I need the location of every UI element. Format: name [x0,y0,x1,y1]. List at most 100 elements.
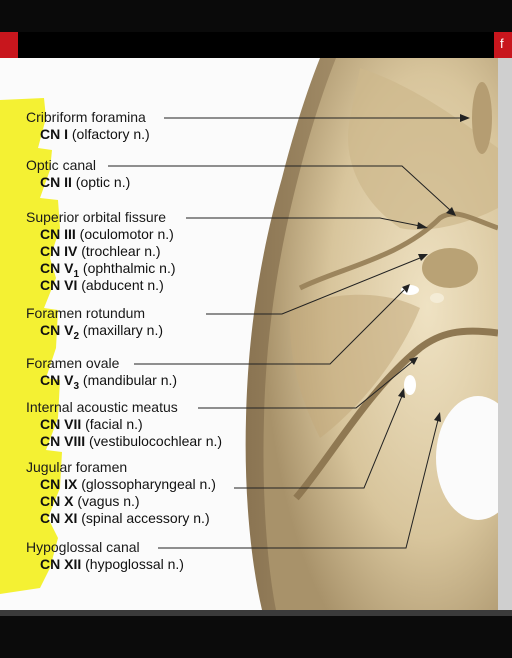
red-header-left [0,32,18,58]
nerve-number: CN VIII [40,433,85,449]
petrous-ridge [293,327,498,501]
nerve-description: (hypoglossal n.) [81,556,184,572]
arrowhead-optic [446,207,456,216]
arrowhead-cribriform [460,114,470,122]
arrowhead-jugular [398,388,405,398]
foramen-spinosum-hole [404,375,416,395]
nerve-subscript: 3 [73,381,79,392]
red-header-right: f [494,32,512,58]
header-fragment-text: f [500,36,504,51]
carotid-hole [430,293,444,303]
anterior-fossa-shade [348,68,498,230]
nerve-number: CN I [40,126,68,142]
leader-hypoglossal [158,419,439,549]
arrowhead-ovale [402,284,410,293]
nerve-number: CN II [40,174,72,190]
nerve-line: CN V2 (maxillary n.) [40,322,163,342]
leader-sof [186,217,421,227]
foramen-name: Jugular foramen [26,459,127,475]
nerve-description: (glossopharyngeal n.) [77,476,216,492]
leader-lines [108,117,462,549]
foramen-name: Internal acoustic meatus [26,399,178,415]
nerve-line: CN XI (spinal accessory n.) [40,510,210,526]
nerve-line: CN V3 (mandibular n.) [40,372,177,392]
nerve-description: (facial n.) [81,416,142,432]
arrowhead-rotundum [418,254,428,261]
nerve-number: CN IV [40,243,78,259]
top-black-bar [0,0,512,32]
nerve-line: CN V1 (ophthalmic n.) [40,260,176,280]
nerve-line: CN III (oculomotor n.) [40,226,174,242]
nerve-number: CN V [40,260,74,276]
foramen-name: Cribriform foramina [26,109,146,125]
nerve-subscript: 2 [73,331,79,342]
nerve-line: CN IV (trochlear n.) [40,243,161,259]
leader-iam [198,361,413,409]
foramen-name: Foramen ovale [26,355,120,371]
nerve-description: (trochlear n.) [77,243,160,259]
nerve-line: CN I (olfactory n.) [40,126,150,142]
nerve-description: (optic n.) [72,174,130,190]
nerve-line: CN VI (abducent n.) [40,277,164,293]
leader-jugular [234,395,403,489]
nerve-line: CN II (optic n.) [40,174,130,190]
arrowhead-iam [409,357,418,365]
arrowheads [398,114,470,422]
leader-ovale [134,289,405,365]
nerve-line: CN VII (facial n.) [40,416,143,432]
nerve-number: CN V [40,372,74,388]
sphenoid-ridge [298,211,498,291]
foramen-name: Hypoglossal canal [26,539,140,555]
nerve-number: CN VII [40,416,81,432]
nerve-description: (vestibulocochlear n.) [85,433,222,449]
bottom-black-bar [0,610,512,658]
nerve-number: CN III [40,226,76,242]
nerve-description: (oculomotor n.) [76,226,174,242]
nerve-number: CN V [40,322,74,338]
nerve-description: (maxillary n.) [79,322,163,338]
leader-rotundum [206,257,421,315]
nerve-line: CN XII (hypoglossal n.) [40,556,184,572]
nerve-description: (olfactory n.) [68,126,150,142]
foramen-name: Superior orbital fissure [26,209,166,225]
sella-turcica [422,248,478,288]
foramen-name: Foramen rotundum [26,305,145,321]
skull-illustration [245,58,498,610]
nerve-description: (ophthalmic n.) [79,260,175,276]
nerve-description: (spinal accessory n.) [77,510,209,526]
nerve-description: (vagus n.) [73,493,139,509]
nerve-line: CN X (vagus n.) [40,493,140,509]
yellow-highlight [0,98,62,594]
middle-fossa-shade [289,294,420,438]
nerve-number: CN XI [40,510,77,526]
nerve-line: CN IX (glossopharyngeal n.) [40,476,216,492]
arrowhead-sof [417,222,428,229]
right-edge-strip [498,58,512,610]
arrowhead-hypoglossal [434,412,441,422]
foramen-name: Optic canal [26,157,96,173]
nerve-number: CN IX [40,476,78,492]
nerve-number: CN X [40,493,74,509]
nerve-number: CN XII [40,556,81,572]
nerve-description: (abducent n.) [77,277,163,293]
leader-optic [108,165,451,211]
crista-galli [472,82,492,154]
foramen-magnum [436,396,498,520]
bottom-divider [0,610,512,616]
nerve-subscript: 1 [73,269,79,280]
nerve-line: CN VIII (vestibulocochlear n.) [40,433,222,449]
nerve-number: CN VI [40,277,77,293]
nerve-description: (mandibular n.) [79,372,177,388]
